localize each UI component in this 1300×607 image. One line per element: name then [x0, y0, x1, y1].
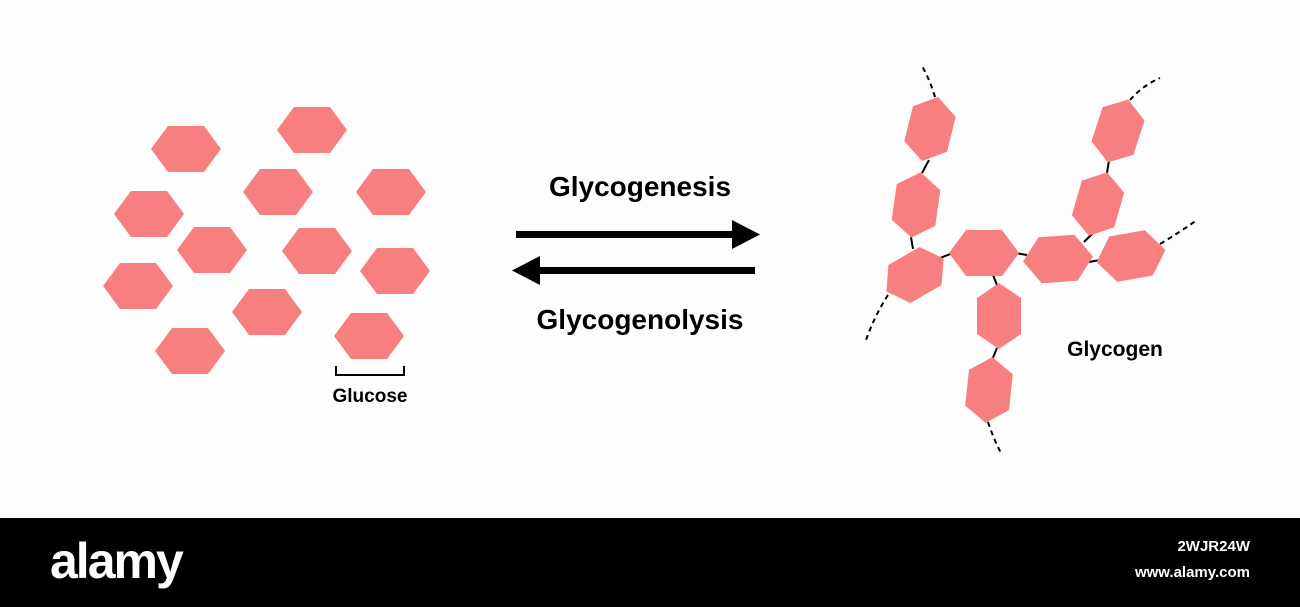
glucose-molecule [177, 227, 247, 273]
glycogen-unit [1067, 166, 1129, 242]
glucose-molecule [282, 228, 352, 274]
glycogen-chain-ends [865, 65, 1198, 454]
watermark-footer: alamy 2WJR24W www.alamy.com [0, 518, 1300, 607]
glucose-molecule [243, 169, 313, 215]
brand-logo: alamy [50, 533, 184, 589]
glycogen-unit [1092, 227, 1170, 285]
glucose-molecule [232, 289, 302, 335]
glucose-molecule [103, 263, 173, 309]
glycogen-unit [963, 354, 1015, 426]
glycogen-unit [875, 239, 955, 311]
glucose-molecule [277, 107, 347, 153]
glucose-molecule [151, 126, 221, 172]
glycogen-unit [889, 169, 943, 241]
image-id: 2WJR24W [1177, 538, 1250, 555]
glycogen-unit [977, 283, 1021, 349]
glucose-molecule [114, 191, 184, 237]
glucose-bracket [335, 366, 405, 376]
glycogen-unit [900, 91, 960, 167]
glycogenesis-label: Glycogenesis [549, 171, 731, 202]
glucose-label: Glucose [333, 386, 408, 407]
glucose-molecule [155, 328, 225, 374]
glycogen-unit [1086, 92, 1150, 170]
glycogenolysis-label: Glycogenolysis [537, 304, 744, 335]
glycogen-diagram: Glucose Glycogenesis Glycogenolysis [103, 65, 1198, 454]
glucose-molecule [334, 313, 404, 359]
reverse-arrow [512, 256, 755, 285]
glucose-molecule [360, 248, 430, 294]
glycogen-structure [875, 91, 1170, 426]
site-url: www.alamy.com [1134, 564, 1250, 581]
glycogen-label: Glycogen [1067, 338, 1163, 361]
glycogen-unit [949, 230, 1019, 276]
glucose-cluster [103, 107, 430, 374]
glucose-molecule [356, 169, 426, 215]
forward-arrow [516, 220, 760, 249]
